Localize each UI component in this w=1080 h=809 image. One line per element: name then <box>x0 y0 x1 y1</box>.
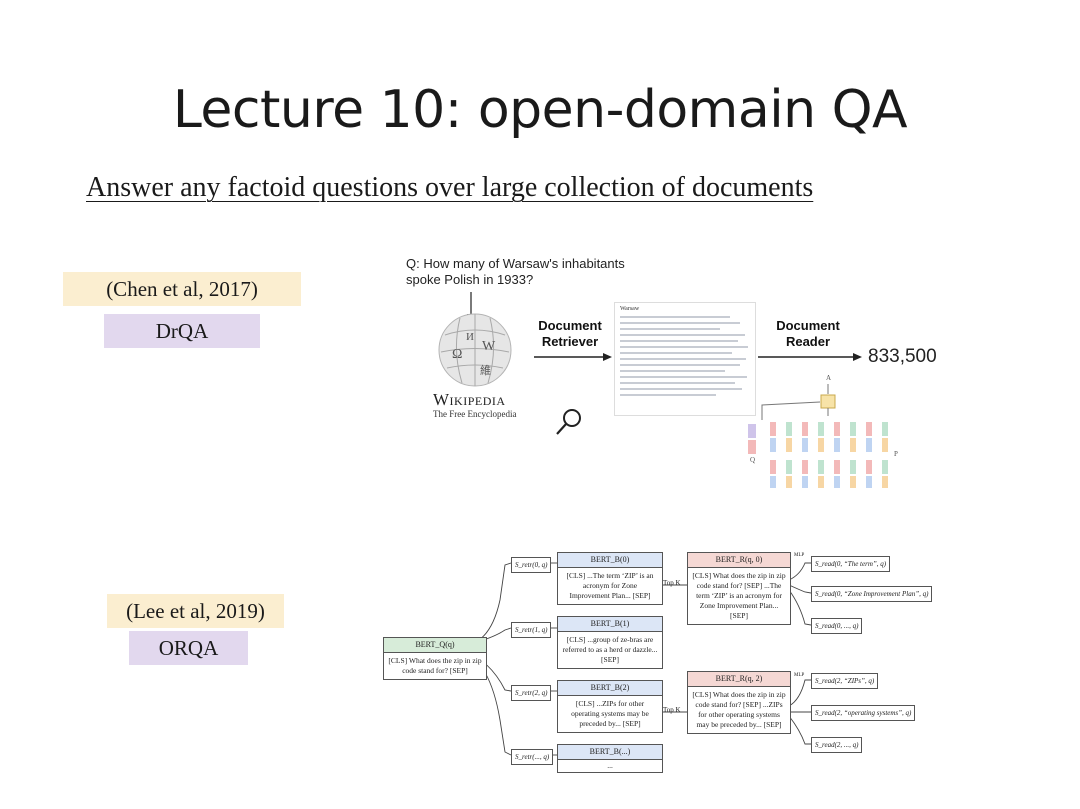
svg-text:И: И <box>466 331 474 343</box>
document-title: Warsaw <box>620 306 640 312</box>
read-score: S_read(2, ..., q) <box>811 737 863 753</box>
read-score: S_read(0, “The term”, q) <box>811 556 891 572</box>
evidence-box: BERT_B(0) [CLS] ...The term ‘ZIP’ is an … <box>557 552 663 605</box>
evidence-box: BERT_B(2) [CLS] ...ZIPs for other operat… <box>557 680 663 733</box>
svg-text:Ω: Ω <box>452 347 462 362</box>
retriever-label-line2: Retriever <box>541 334 599 349</box>
drqa-citation: (Chen et al, 2017) <box>63 272 301 306</box>
retrieval-score: S_retr(2, q) <box>511 685 552 701</box>
evidence-head: BERT_B(2) <box>558 681 662 696</box>
reader-label: Document Reader <box>768 318 848 350</box>
drqa-question-line1: Q: How many of Warsaw's inhabitants <box>406 256 625 271</box>
evidence-body: [CLS] ...ZIPs for other operating system… <box>558 696 662 732</box>
mlp-label: MLP <box>794 673 805 678</box>
reader-arrow-head <box>853 353 862 361</box>
evidence-box: BERT_B(1) [CLS] ...group of ze-bras are … <box>557 616 663 669</box>
wikipedia-globe-icon: Ω W И 維 <box>438 313 512 387</box>
query-encoder-head: BERT_Q(q) <box>384 638 486 653</box>
reader-label-a: A <box>826 374 832 382</box>
evidence-box: BERT_B(...) ... <box>557 744 663 773</box>
evidence-body: ... <box>558 760 662 772</box>
slide-title: Lecture 10: open-domain QA <box>172 80 908 140</box>
read-score: S_read(0, “Zone Improvement Plan”, q) <box>811 586 933 602</box>
reader-label-line2: Reader <box>785 334 831 349</box>
read-score: S_read(2, “ZIPs”, q) <box>811 673 879 689</box>
topk-label: Top K <box>663 579 681 587</box>
mlp-label: MLP <box>794 553 805 558</box>
answer-value: 833,500 <box>868 346 937 367</box>
reader-head: BERT_R(q, 0) <box>688 553 790 568</box>
topk-label: Top K <box>663 706 681 714</box>
reader-label-line1: Document <box>776 318 840 333</box>
reader-body: [CLS] What does the zip in zip code stan… <box>688 568 790 624</box>
orqa-citation: (Lee et al, 2019) <box>107 594 284 628</box>
evidence-body: [CLS] ...group of ze-bras are referred t… <box>558 632 662 668</box>
read-score: S_read(2, “operating systems”, q) <box>811 705 916 721</box>
retriever-label-line1: Document <box>538 318 602 333</box>
retriever-label: Document Retriever <box>530 318 610 350</box>
drqa-question: Q: How many of Warsaw's inhabitants spok… <box>406 256 625 288</box>
query-encoder-box: BERT_Q(q) [CLS] What does the zip in zip… <box>383 637 487 680</box>
reader-body: [CLS] What does the zip in zip code stan… <box>688 687 790 733</box>
wikipedia-logo-text: Wikipedia <box>433 390 506 409</box>
orqa-name: ORQA <box>129 631 248 665</box>
reader-box: BERT_R(q, 0) [CLS] What does the zip in … <box>687 552 791 625</box>
reader-box: BERT_R(q, 2) [CLS] What does the zip in … <box>687 671 791 734</box>
wikipedia-tagline: The Free Encyclopedia <box>433 409 517 419</box>
query-encoder-body: [CLS] What does the zip in zip code stan… <box>384 653 486 679</box>
retrieval-score: S_retr(0, q) <box>511 557 552 573</box>
svg-text:W: W <box>482 339 496 354</box>
wikipedia-document-thumbnail: Warsaw <box>614 302 756 416</box>
evidence-head: BERT_B(1) <box>558 617 662 632</box>
read-score: S_read(0, ..., q) <box>811 618 863 634</box>
reader-network-diagram <box>748 384 888 488</box>
evidence-head: BERT_B(...) <box>558 745 662 760</box>
retrieval-score: S_retr(..., q) <box>511 749 554 765</box>
reader-label-p: P <box>894 450 898 458</box>
evidence-head: BERT_B(0) <box>558 553 662 568</box>
slide-subtitle: Answer any factoid questions over large … <box>86 172 814 203</box>
svg-text:維: 維 <box>480 364 491 377</box>
drqa-name: DrQA <box>104 314 260 348</box>
search-icon <box>556 409 581 435</box>
retrieval-score: S_retr(1, q) <box>511 622 552 638</box>
retriever-arrow-head <box>603 353 612 361</box>
drqa-question-line2: spoke Polish in 1933? <box>406 272 534 287</box>
reader-label-q: Q <box>750 456 756 464</box>
reader-head: BERT_R(q, 2) <box>688 672 790 687</box>
evidence-body: [CLS] ...The term ‘ZIP’ is an acronym fo… <box>558 568 662 604</box>
